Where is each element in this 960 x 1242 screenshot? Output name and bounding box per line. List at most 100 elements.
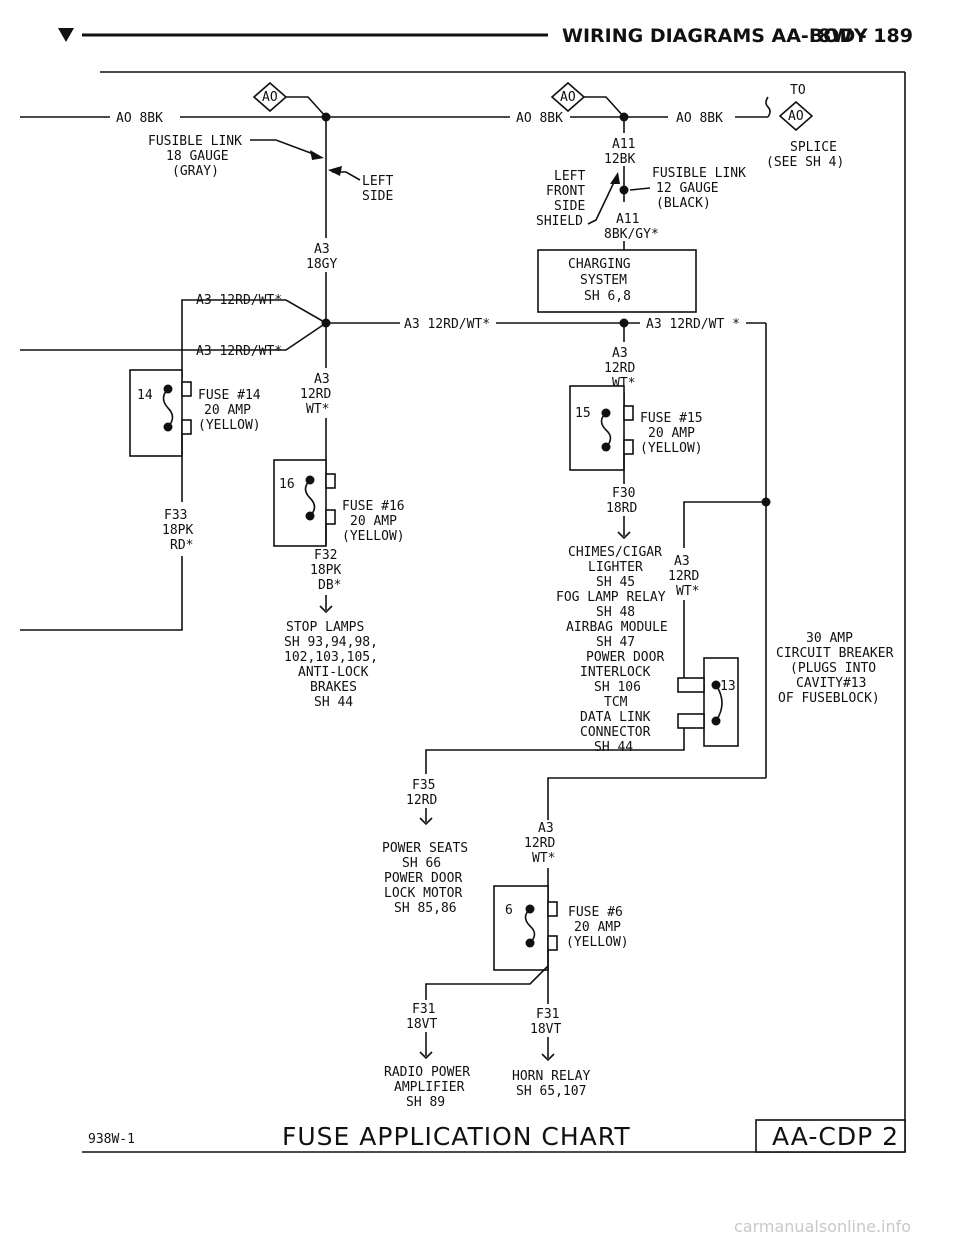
label-a3-cb: A3 [674,554,690,569]
fusible-link-12-dot [619,185,629,195]
label-chimes-9: INTERLOCK [580,665,651,680]
label-chimes-7: SH 47 [596,635,635,650]
label-a3-15-gauge: 12RD [604,361,635,376]
wire-a3-lower-branch [182,322,327,351]
wire-f35 [425,728,685,774]
label-charging-3: SH 6,8 [584,289,631,304]
ground-f30-icon [617,531,631,540]
label-fuse14-color: (YELLOW) [198,418,261,433]
header-page-number: 8W - 189 [818,25,913,47]
label-fusible-link-12: FUSIBLE LINK [652,166,746,181]
fuse14-number: 14 [137,388,153,403]
label-pseats: POWER SEATS [382,841,468,856]
label-radio-3: SH 89 [406,1095,445,1110]
label-chimes-2: LIGHTER [588,560,643,575]
label-fuse14: FUSE #14 [198,388,261,403]
label-cb: 30 AMP [806,631,853,646]
label-stop-4: ANTI-LOCK [298,665,369,680]
ground-f31-left-icon [419,1051,433,1060]
label-fuse6: FUSE #6 [568,905,623,920]
label-a3-16-gauge: 12RD [300,387,331,402]
label-a3-16-color: WT* [306,402,329,417]
label-fusible-link-18-color: (GRAY) [172,164,219,179]
label-pseats-2: SH 66 [402,856,441,871]
label-ao8bk-right: AO 8BK [676,111,723,126]
label-stop-2: SH 93,94,98, [284,635,378,650]
fuse-15: 15 [569,385,634,471]
label-f32: F32 [314,548,337,563]
label-chimes-11: TCM [604,695,628,710]
label-chimes-12: DATA LINK [580,710,651,725]
connector-ao-center: AO [550,81,625,118]
fuse6-number: 6 [505,903,513,918]
fuse-6: 6 [493,885,558,971]
label-fusible-link-18: FUSIBLE LINK [148,134,242,149]
label-a3-18gy-gauge: 18GY [306,257,337,272]
label-fuse16-amp: 20 AMP [350,514,397,529]
ground-f35-icon [419,817,433,826]
label-f30-gauge: 18RD [606,501,637,516]
label-f31-right: F31 [536,1007,559,1022]
label-pseats-5: SH 85,86 [394,901,457,916]
label-a11-bottom-gauge: 8BK/GY* [604,227,659,242]
label-fusible-link-12-gauge: 12 GAUGE [656,181,719,196]
arrow-shield-icon [610,172,620,184]
footer-box-label: AA-CDP 2 [772,1122,899,1151]
cb13-number: 13 [720,679,736,694]
svg-text:AO: AO [788,109,804,124]
label-splice: SPLICE [790,140,837,155]
watermark: carmanualsonline.info [734,1217,911,1236]
connector-ao-left: AO [252,81,327,118]
label-f35-gauge: 12RD [406,793,437,808]
label-horn: HORN RELAY [512,1069,590,1084]
label-a3-16: A3 [314,372,330,387]
arrow-left-side-icon [328,166,342,176]
wire-a3-upper-branch [181,299,327,350]
label-a3-6-gauge: 12RD [524,836,555,851]
ground-f31-right-icon [541,1053,555,1062]
label-a3-15: A3 [612,346,628,361]
label-chimes-6: AIRBAG MODULE [566,620,668,635]
label-left-side: LEFT [362,174,393,189]
charging-system-box [537,249,697,313]
label-a11-top: A11 [612,137,635,152]
label-a3-rdwt-right: A3 12RD/WT * [646,317,740,332]
wire-a3-fuse6 [547,777,766,820]
svg-text:AO: AO [560,90,576,105]
label-chimes-8: POWER DOOR [586,650,664,665]
label-fusible-link-18-gauge: 18 GAUGE [166,149,229,164]
label-f35: F35 [412,778,435,793]
header-triangle-icon [58,28,74,42]
label-fuse16-color: (YELLOW) [342,529,405,544]
label-fuse15: FUSE #15 [640,411,703,426]
label-fuse6-amp: 20 AMP [574,920,621,935]
connector-ao-right: AO [765,96,814,132]
label-charging-2: SYSTEM [580,273,627,288]
label-stop-5: BRAKES [310,680,357,695]
label-f32-color: DB* [318,578,341,593]
label-a3-rdwt-lower: A3 12RD/WT* [196,344,282,359]
label-left-front-side-4: SHIELD [536,214,583,229]
label-pseats-4: LOCK MOTOR [384,886,462,901]
label-radio: RADIO POWER [384,1065,470,1080]
label-cb-4: CAVITY#13 [796,676,866,691]
label-a11-top-gauge: 12BK [604,152,635,167]
label-cb-3: (PLUGS INTO [790,661,876,676]
label-a3-cb-gauge: 12RD [668,569,699,584]
label-chimes-5: SH 48 [596,605,635,620]
label-fusible-link-12-color: (BLACK) [656,196,711,211]
fuse-16: 16 [273,459,336,547]
label-fuse16: FUSE #16 [342,499,405,514]
footer-box [755,1119,906,1153]
label-stop-6: SH 44 [314,695,353,710]
label-chimes-3: SH 45 [596,575,635,590]
label-ao8bk-center: AO 8BK [516,111,563,126]
label-splice-sheet: (SEE SH 4) [766,155,844,170]
label-a3-cb-color: WT* [676,584,699,599]
label-chimes-13: CONNECTOR [580,725,651,740]
label-ao8bk-left: AO 8BK [116,111,163,126]
label-left-front-side: LEFT [554,169,585,184]
label-horn-2: SH 65,107 [516,1084,586,1099]
label-left-front-side-2: FRONT [546,184,585,199]
